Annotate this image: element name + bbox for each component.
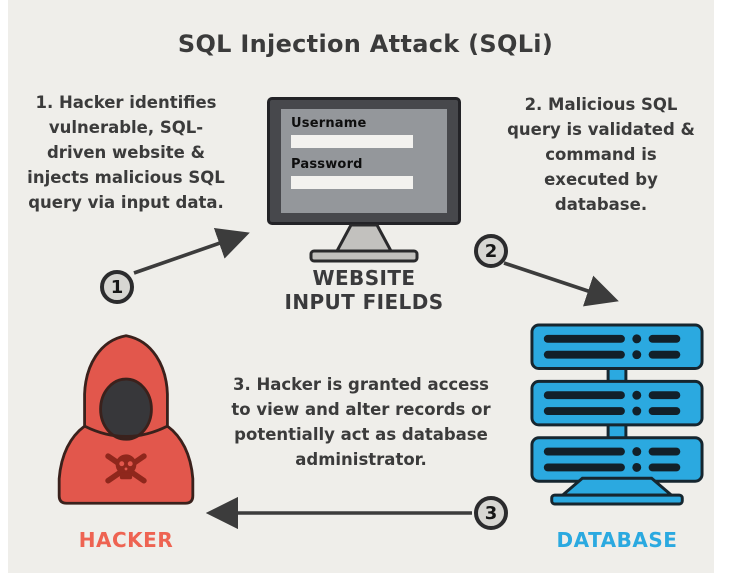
- text-line: query is validated &: [507, 120, 695, 139]
- text-line: executed by: [544, 170, 658, 189]
- monitor-frame: Username Password: [267, 97, 461, 225]
- hacker-label: HACKER: [78, 528, 174, 552]
- database-base: [550, 476, 684, 506]
- username-label: Username: [291, 116, 367, 131]
- password-input: [291, 176, 413, 189]
- password-label: Password: [291, 157, 363, 172]
- text-line: INPUT FIELDS: [284, 290, 444, 314]
- step1-annotation: 1. Hacker identifies vulnerable, SQL- dr…: [14, 90, 238, 215]
- database-label: DATABASE: [556, 528, 678, 552]
- text-line: WEBSITE: [312, 266, 416, 290]
- database-server-1: [530, 323, 704, 371]
- hacker-icon: [57, 334, 195, 505]
- step-marker-1: 1: [100, 270, 134, 304]
- website-monitor-icon: Username Password: [267, 97, 461, 266]
- text-line: potentially act as database: [234, 425, 488, 444]
- text-line: 1. Hacker identifies: [35, 93, 217, 112]
- text-line: database.: [554, 195, 648, 214]
- text-line: 2. Malicious SQL: [524, 95, 678, 114]
- text-line: vulnerable, SQL-: [48, 118, 204, 137]
- text-line: driven website &: [47, 143, 205, 162]
- text-line: 3. Hacker is granted access: [232, 375, 490, 394]
- skull-emblem-icon: [105, 453, 147, 484]
- hacker-face: [99, 377, 153, 441]
- monitor-stand-icon: [309, 224, 419, 263]
- text-line: command is: [545, 145, 657, 164]
- text-line: administrator.: [295, 450, 427, 469]
- database-icon: [530, 323, 704, 506]
- text-line: to view and alter records or: [231, 400, 491, 419]
- database-server-2: [530, 379, 704, 427]
- text-line: injects malicious SQL: [27, 168, 225, 187]
- text-line: query via input data.: [28, 193, 224, 212]
- page-title: SQL Injection Attack (SQLi): [177, 30, 554, 58]
- username-input: [291, 135, 413, 148]
- step-marker-3: 3: [474, 496, 508, 530]
- database-server-3: [530, 436, 704, 483]
- monitor-screen: Username Password: [281, 109, 447, 213]
- website-input-fields-label: WEBSITE INPUT FIELDS: [267, 266, 461, 314]
- step-marker-2: 2: [474, 234, 508, 268]
- step3-annotation: 3. Hacker is granted access to view and …: [210, 372, 512, 472]
- step2-annotation: 2. Malicious SQL query is validated & co…: [487, 92, 715, 217]
